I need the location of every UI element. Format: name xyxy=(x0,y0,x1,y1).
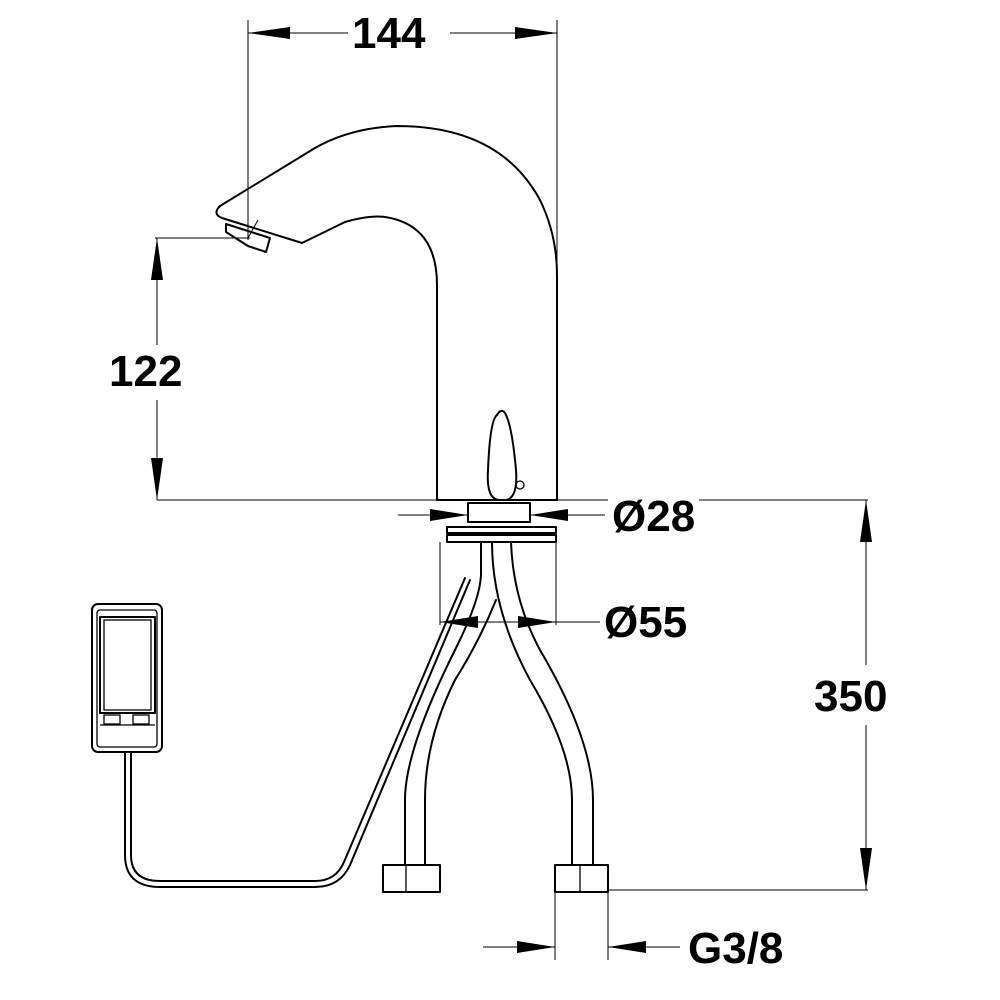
dimension-g3-8 xyxy=(483,892,680,960)
dimension-122 xyxy=(151,237,437,501)
dimension-label-spout-reach: 144 xyxy=(348,12,430,56)
faucet-spout xyxy=(215,125,558,501)
control-box xyxy=(91,577,471,888)
dimension-diameter-55 xyxy=(439,542,600,628)
dimension-label-connection-thread: G3/8 xyxy=(684,927,788,971)
hose-fitting-left xyxy=(382,864,441,893)
dimension-label-hose-length: 350 xyxy=(810,675,892,719)
aerator-nozzle xyxy=(225,223,271,253)
hose-fitting-right xyxy=(554,864,609,893)
dimension-diameter-28 xyxy=(398,509,605,521)
mounting-base xyxy=(436,499,558,543)
sensor-cable xyxy=(124,579,471,888)
dimension-label-upper-diameter: Ø28 xyxy=(608,495,700,539)
sensor-window xyxy=(486,409,525,501)
dimension-label-spout-height: 122 xyxy=(105,350,187,394)
dimension-label-base-diameter: Ø55 xyxy=(600,601,692,645)
dimension-144 xyxy=(247,20,558,270)
supply-hoses xyxy=(382,541,609,893)
